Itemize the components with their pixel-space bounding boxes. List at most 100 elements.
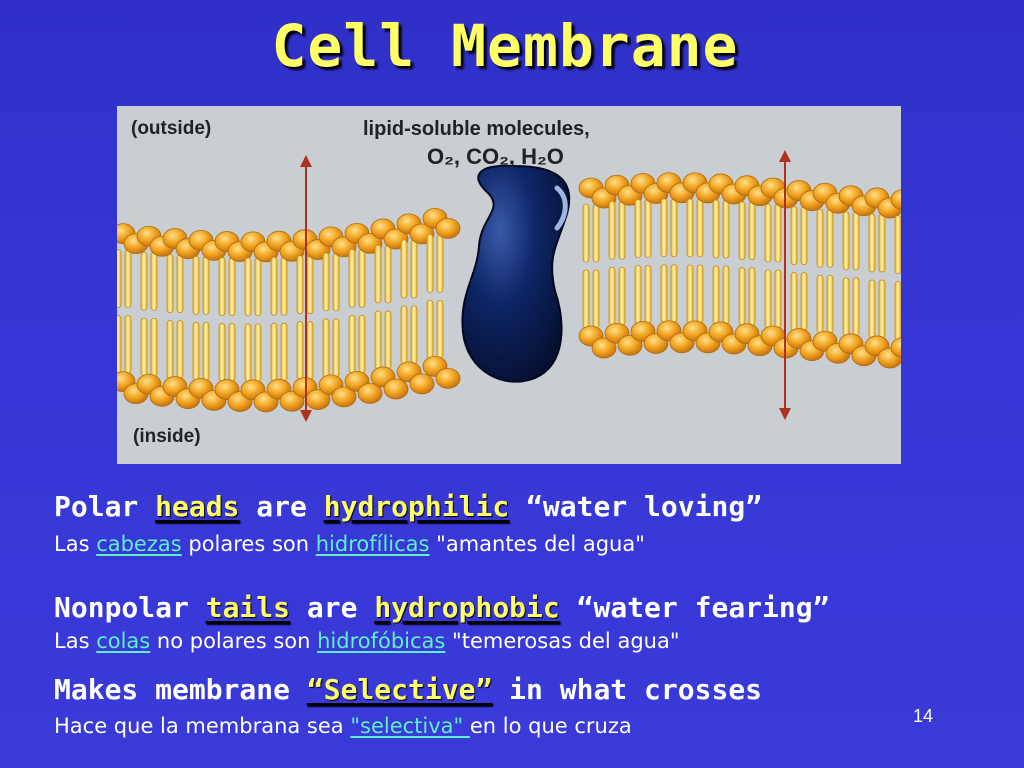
lipid-tail — [738, 267, 746, 327]
lipid-tail — [722, 265, 730, 325]
lipid-tail — [202, 322, 210, 381]
text-span: "temerosas del agua" — [445, 629, 680, 653]
lipid-tail — [400, 305, 408, 365]
lipid-head — [591, 337, 617, 359]
polar-heads-spanish-line: Las cabezas polares son hidrofílicas "am… — [54, 532, 645, 556]
text-span: Las — [54, 532, 97, 556]
lipid-tail — [670, 198, 678, 258]
text-span: “water fearing” — [559, 591, 830, 624]
lipid-tail — [322, 318, 330, 378]
lipid-tail — [644, 199, 652, 258]
lipid-tail — [842, 211, 850, 271]
lipid-tail — [140, 317, 148, 377]
term-hydrophilic: hydrophilic — [323, 490, 510, 523]
lipid-tail — [816, 208, 824, 268]
lipid-tail — [348, 248, 356, 308]
lipid-tail — [192, 256, 200, 315]
lipid-tail — [644, 265, 652, 324]
lipid-head — [435, 217, 461, 239]
lipid-tail — [280, 322, 288, 382]
lipid-tail — [670, 264, 678, 324]
lipid-tail — [764, 203, 772, 263]
lipid-tail — [218, 257, 226, 316]
lipid-tail — [774, 203, 782, 263]
lipid-head — [409, 373, 435, 395]
polar-heads-line: Polar heads are hydrophilic “water lovin… — [54, 490, 762, 523]
lipid-head — [890, 337, 901, 358]
lipid-tail — [332, 318, 340, 378]
text-span: “water loving” — [509, 490, 763, 523]
lipid-tail — [878, 279, 886, 339]
lipid-tail — [842, 277, 850, 337]
lipid-head — [357, 382, 383, 404]
nonpolar-tails-spanish-line: Las colas no polares son hidrofóbicas "t… — [54, 629, 679, 653]
lipid-tail — [696, 264, 704, 324]
term-colas: colas — [96, 629, 151, 653]
lipid-tail — [358, 248, 366, 308]
slide-title: Cell Membrane — [271, 12, 739, 80]
lipid-tail — [712, 199, 720, 259]
lipid-tail — [852, 211, 860, 271]
lipid-tail — [712, 265, 720, 325]
lipid-tail — [582, 269, 590, 329]
lipid-tail — [228, 323, 236, 382]
lipid-tail — [270, 256, 278, 316]
membrane-illustration — [117, 150, 901, 422]
lipid-tail — [868, 213, 876, 273]
lipid-tail — [800, 206, 808, 265]
text-span: no polares son — [150, 629, 318, 653]
lipid-tail — [696, 198, 704, 258]
lipid-head — [331, 386, 357, 408]
term-hidrofobicas: hidrofóbicas — [317, 629, 446, 653]
lipid-head — [890, 189, 901, 210]
lipid-tail — [374, 244, 382, 304]
lipid-tail — [332, 252, 340, 312]
lipid-tail — [124, 315, 132, 375]
text-span: en lo que cruza — [469, 714, 632, 738]
lipid-tail — [774, 269, 782, 329]
lipid-bilayer — [117, 172, 901, 413]
lipid-tail — [306, 321, 314, 380]
lipid-tail — [592, 269, 600, 329]
lipid-tail — [254, 323, 262, 383]
lipid-tail — [280, 256, 288, 316]
lipid-tail — [140, 251, 148, 311]
lipid-tail — [634, 199, 642, 258]
lipid-tail — [358, 314, 366, 374]
lipid-tail — [738, 201, 746, 261]
term-tails: tails — [205, 591, 291, 624]
text-span: Nonpolar — [54, 591, 206, 624]
lipid-tail — [790, 206, 798, 265]
lipid-tail — [894, 281, 901, 340]
lipid-tail — [686, 198, 694, 258]
lipid-tail — [400, 239, 408, 299]
lipid-tail — [618, 266, 626, 326]
lipid-tail — [436, 233, 444, 293]
lipid-tail — [868, 279, 876, 339]
inside-label: (inside) — [133, 426, 201, 447]
selective-line: Makes membrane “Selective” in what cross… — [54, 673, 762, 706]
text-span: Makes membrane — [54, 673, 307, 706]
lipid-tail — [228, 257, 236, 316]
molecules-formula: O₂, CO₂, H₂O — [427, 144, 564, 169]
lipid-tail — [826, 208, 834, 268]
lipid-tail — [166, 320, 174, 379]
lipid-tail — [306, 255, 314, 314]
term-selective: “Selective” — [306, 673, 493, 706]
selective-spanish-line: Hace que la membrana sea "selectiva" en … — [54, 714, 632, 738]
membrane-figure: (outside) (inside) lipid-soluble molecul… — [117, 106, 901, 464]
lipid-tail — [374, 310, 382, 370]
term-hidrofilicas: hidrofílicas — [315, 532, 430, 556]
lipid-tail — [124, 249, 132, 309]
lipid-tail — [384, 310, 392, 370]
lipid-tail — [686, 264, 694, 324]
lipid-tail — [894, 215, 901, 274]
lipid-tail — [254, 257, 262, 317]
text-span: Hace que la membrana sea — [54, 714, 351, 738]
lipid-tail — [117, 315, 122, 375]
term-heads: heads — [155, 490, 240, 523]
lipid-tail — [660, 264, 668, 324]
lipid-tail — [608, 266, 616, 326]
nonpolar-tails-line: Nonpolar tails are hydrophobic “water fe… — [54, 591, 829, 624]
term-selectiva: "selectiva" — [350, 714, 470, 738]
